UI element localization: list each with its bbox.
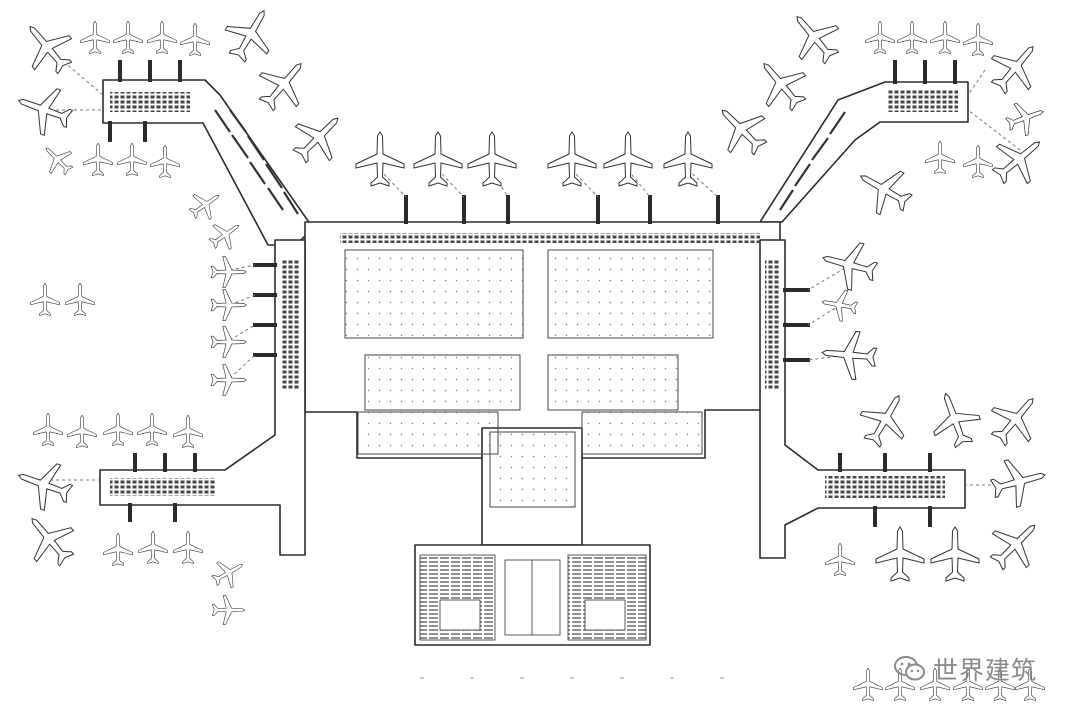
aircraft-icon (865, 20, 895, 54)
aircraft-icon (825, 542, 855, 576)
aircraft-icon (982, 123, 1056, 196)
aircraft-icon (853, 667, 883, 701)
aircraft-icon (65, 282, 95, 316)
aircraft-icon (816, 234, 882, 296)
aircraft-icon (930, 526, 980, 582)
landside-hall (489, 431, 576, 508)
aircraft-icon (247, 47, 320, 121)
aircraft-icon (173, 414, 203, 448)
jet-bridges (108, 60, 957, 527)
aircraft-icon (206, 551, 251, 594)
aircraft-icon (210, 256, 247, 288)
aircraft-icon (819, 328, 879, 382)
aircraft-icon (212, 595, 246, 625)
aircraft-icon (203, 213, 248, 257)
aircraft-icon (30, 282, 60, 316)
aircraft-icon (979, 382, 1052, 456)
parking-stalls (419, 554, 647, 641)
aircraft-icon (173, 530, 203, 564)
aircraft-icon (11, 10, 84, 84)
aircraft-icon (282, 100, 356, 174)
aircraft-icon (850, 383, 921, 456)
aircraft-icon (33, 412, 63, 446)
aircraft-icon (147, 20, 177, 54)
aircraft-icon (467, 131, 517, 187)
aircraft-icon (210, 326, 247, 358)
aircraft-icon (67, 414, 97, 448)
aircraft-icon (413, 131, 463, 187)
aircraft-icon (150, 144, 180, 178)
aircraft-icon (1001, 95, 1050, 141)
aircraft-icon (13, 502, 86, 576)
aircraft-icon (355, 131, 405, 187)
aircraft-icon (745, 47, 818, 121)
aircraft-icon (103, 412, 133, 446)
aircraft-icon (183, 183, 228, 227)
structural-grid (344, 249, 714, 508)
aircraft-icon (83, 142, 113, 176)
aircraft-icon (897, 20, 927, 54)
aircraft-icon (180, 22, 210, 56)
aircraft-icon (210, 364, 247, 396)
aircraft-icon (848, 154, 921, 225)
aircraft-icon (9, 77, 79, 142)
aircraft-icon (663, 131, 713, 187)
watermark: 世界建筑 (893, 652, 1037, 686)
ne-pier-stripes (779, 111, 846, 211)
aircraft-icon (215, 0, 286, 71)
nw-pier-stripes (214, 109, 299, 215)
aircraft-icon (875, 526, 925, 582)
aircraft-icon (35, 137, 80, 182)
aircraft-icon (930, 20, 960, 54)
aircraft-icon (210, 289, 247, 321)
hall-sw (364, 354, 521, 411)
aircraft-icon (922, 384, 987, 454)
aircraft-icon (9, 452, 79, 517)
watermark-text: 世界建筑 (933, 656, 1038, 685)
hall-ne (547, 249, 714, 339)
aircraft-icon (603, 131, 653, 187)
aircraft-icon (103, 532, 133, 566)
gate-seating (110, 90, 958, 498)
aircraft-icon (963, 22, 993, 56)
aircraft-icon (778, 0, 851, 74)
taxi-guide-lines (49, 49, 1021, 486)
aircraft-icon (819, 286, 860, 324)
hall-nw (344, 249, 524, 339)
aircraft-icon (986, 451, 1052, 513)
aircraft-icon (963, 144, 993, 178)
aircraft-icon (925, 140, 955, 174)
aircraft-icon (979, 507, 1053, 581)
hall-se (547, 354, 679, 411)
aircraft-icon (137, 412, 167, 446)
wechat-icon (894, 656, 925, 681)
hall-sw-lower (357, 411, 499, 455)
aircraft-icon (138, 530, 168, 564)
aircraft-icon (547, 131, 597, 187)
aircraft-icon (117, 142, 147, 176)
hall-se-lower (581, 411, 703, 455)
aircraft-icon (80, 20, 110, 54)
aircraft-icon (113, 20, 143, 54)
